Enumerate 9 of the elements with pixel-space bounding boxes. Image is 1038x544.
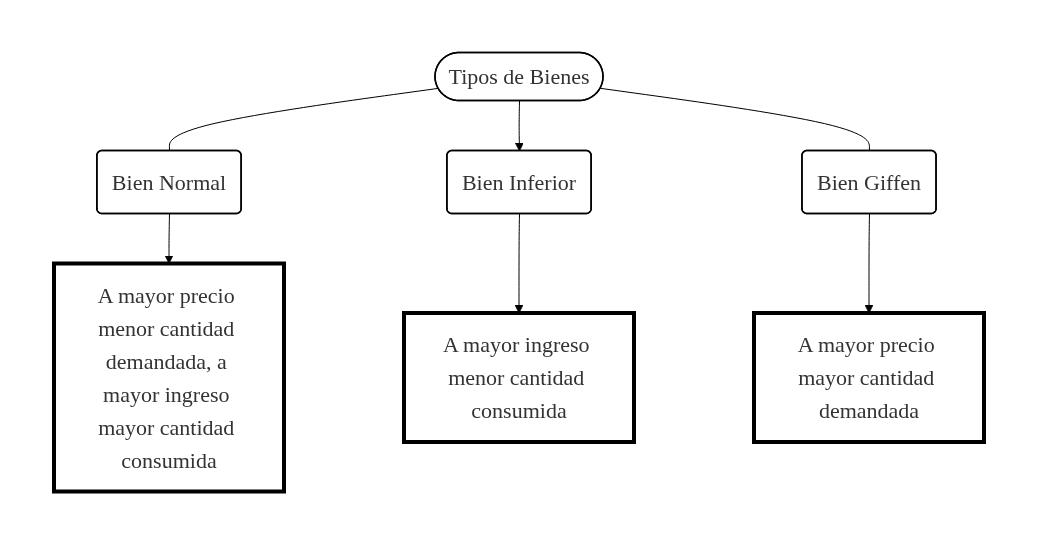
connector [600, 87, 870, 152]
node-box: A mayor precio mayor cantidad demandada [752, 311, 986, 444]
arrow [514, 100, 524, 152]
arrow [164, 213, 174, 264]
arrow [514, 213, 524, 314]
node-box: A mayor ingreso menor cantidad consumida [402, 311, 636, 444]
arrow [864, 213, 874, 314]
node-box: A mayor precio menor cantidad demandada, a mayor ingreso mayor cantidad consumida [52, 261, 286, 494]
connector [168, 87, 439, 152]
